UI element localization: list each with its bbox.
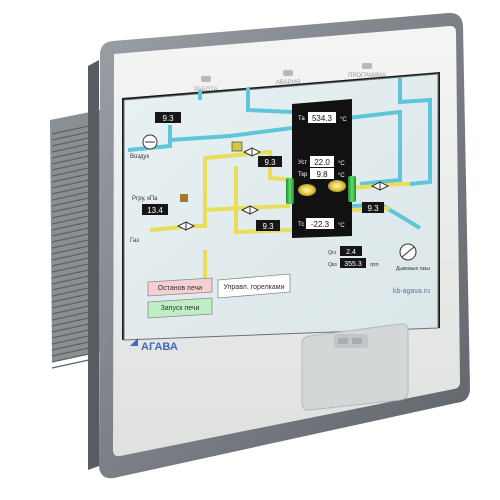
right-value: 9.3	[367, 204, 379, 213]
ts-label: Тс	[298, 222, 304, 228]
start-furnace-button[interactable]: Запуск печи	[147, 297, 213, 319]
status-indicators: РАБОТА АВАРИЯ ПРОГРАММА	[194, 63, 386, 93]
burner-control-button[interactable]: Управл. горелками	[217, 273, 291, 299]
brand-logo: АГАВА	[130, 338, 178, 353]
stop-furnace-label: Останов печи	[158, 285, 202, 292]
usb-icon	[334, 334, 368, 348]
right-value-box	[362, 202, 384, 213]
flow-readouts: Qгз 2.4 Qвз 355.3 rpm	[328, 246, 379, 268]
tkr-value: 9.8	[316, 170, 328, 179]
ta-unit: °C	[340, 117, 347, 123]
indicator-program-label: ПРОГРАММА	[348, 73, 386, 79]
bezel-side	[88, 60, 99, 470]
ta-value-box	[308, 112, 336, 123]
tkr-value-box	[310, 168, 334, 179]
actuator-icon	[180, 194, 188, 202]
ta-label: Та	[298, 116, 305, 122]
right-burner-icon	[348, 176, 356, 202]
pump-icon	[231, 141, 243, 152]
work-led-icon	[201, 76, 211, 82]
pump-value-box	[258, 156, 282, 167]
lower-left-value-box	[256, 220, 280, 231]
tkr-label: Ткр	[298, 172, 308, 178]
qgz-value-box	[340, 246, 362, 256]
qvz-value-box	[340, 258, 366, 268]
website-text: kb-agava.ru	[393, 288, 430, 295]
tkr-unit: °C	[338, 173, 345, 179]
temperature-readouts: Та 534.3 °C Уст 22.0 °C Ткр 9.8 °C Тс -2…	[298, 112, 347, 229]
alarm-led-icon	[283, 70, 293, 76]
ust-label: Уст	[298, 160, 307, 166]
ust-unit: °C	[338, 161, 345, 167]
smoke-label: Дымовые газы	[396, 266, 430, 272]
pump-value: 9.3	[264, 158, 276, 167]
valve-icons	[176, 147, 390, 231]
ts-value-box	[306, 218, 334, 229]
qvz-label: Qвз	[328, 262, 337, 268]
indicator-alarm-label: АВАРИЯ	[276, 80, 300, 86]
air-label: Воздух	[130, 154, 149, 160]
hmi-content: 9.3 Воздух Ргру, кПа 13.4 Газ 9.3 9.3 9.…	[127, 78, 432, 319]
ta-value: 534.3	[312, 114, 333, 123]
left-burner-icon	[286, 178, 294, 204]
usb-port-cover[interactable]	[301, 323, 409, 411]
program-led-icon	[362, 63, 372, 69]
stop-furnace-button[interactable]: Останов печи	[147, 277, 213, 297]
air-flow-value-box	[155, 112, 181, 123]
ts-value: -22.3	[311, 220, 330, 229]
ust-value-box	[310, 156, 334, 167]
right-flame-icon	[328, 180, 346, 192]
indicator-work-label: РАБОТА	[194, 87, 218, 93]
ust-value: 22.0	[314, 158, 330, 167]
brand-logo-icon	[130, 338, 138, 346]
gas-pressure-value-box	[142, 204, 168, 215]
ts-unit: °C	[338, 223, 345, 229]
gas-label: Газ	[130, 238, 139, 244]
burner-control-label: Управл. горелками	[223, 284, 284, 291]
brand-name: АГАВА	[141, 341, 178, 353]
qgz-value: 2.4	[346, 249, 356, 256]
qvz-value: 355.3	[344, 261, 362, 268]
qvz-unit: rpm	[370, 262, 379, 268]
air-flow-value: 9.3	[162, 114, 174, 123]
pressure-label: Ргру, кПа	[132, 196, 158, 202]
qgz-label: Qгз	[328, 250, 337, 256]
left-flame-icon	[298, 184, 316, 196]
lower-left-value: 9.3	[262, 222, 274, 231]
gas-pressure-value: 13.4	[147, 206, 163, 215]
start-furnace-label: Запуск печи	[161, 305, 200, 312]
